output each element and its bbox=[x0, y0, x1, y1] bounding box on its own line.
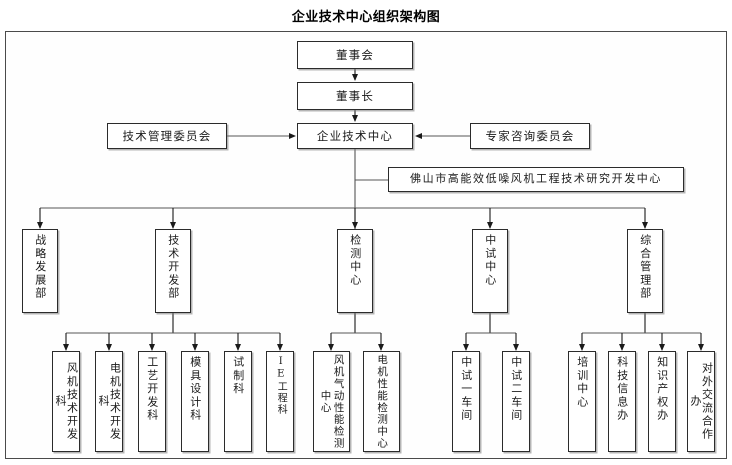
node-process-development-section[interactable]: 工艺开发科 bbox=[138, 351, 166, 452]
node-label: 董事长 bbox=[335, 88, 375, 103]
node-fan-aerodynamic-test-center[interactable]: 风机气动性能检测中心 bbox=[313, 351, 350, 452]
node-strategy-department[interactable]: 战略发展部 bbox=[22, 229, 58, 313]
node-testing-center[interactable]: 检测中心 bbox=[337, 229, 373, 313]
node-label: 知识产权办 bbox=[655, 356, 669, 422]
node-label: 检测中心 bbox=[348, 234, 362, 287]
node-chairman[interactable]: 董事长 bbox=[297, 82, 413, 110]
node-pilot-workshop-1[interactable]: 中试一车间 bbox=[452, 351, 480, 452]
node-label: 试制科 bbox=[231, 356, 245, 396]
node-mold-design-section[interactable]: 模具设计科 bbox=[181, 351, 209, 452]
node-label: 电机技术开发科 bbox=[97, 361, 122, 442]
node-ie-engineering-section[interactable]: IE工程科 bbox=[266, 351, 294, 452]
node-label: 佛山市高能效低噪风机工程技术研究开发中心 bbox=[410, 172, 662, 186]
node-board[interactable]: 董事会 bbox=[297, 41, 413, 69]
node-label: 模具设计科 bbox=[188, 356, 202, 422]
node-label: 技术开发部 bbox=[166, 234, 180, 300]
node-label: 培训中心 bbox=[575, 356, 589, 409]
node-label: 对外交流合作办 bbox=[689, 361, 714, 442]
node-label: 科技信息办 bbox=[615, 356, 629, 422]
node-label: 风机技术开发科 bbox=[54, 361, 79, 442]
node-label: 电机性能检测中心 bbox=[376, 353, 389, 450]
node-enterprise-tech-center[interactable]: 企业技术中心 bbox=[297, 123, 413, 149]
node-motor-tech-rd-section[interactable]: 电机技术开发科 bbox=[95, 351, 123, 452]
node-motor-performance-test-center[interactable]: 电机性能检测中心 bbox=[363, 351, 400, 452]
node-training-center[interactable]: 培训中心 bbox=[568, 351, 596, 452]
node-intellectual-property-office[interactable]: 知识产权办 bbox=[648, 351, 676, 452]
node-label: 专家咨询委员会 bbox=[485, 128, 575, 143]
node-label: 风机气动性能检测中心 bbox=[319, 353, 345, 450]
node-fan-tech-rd-section[interactable]: 风机技术开发科 bbox=[52, 351, 80, 452]
node-label: IE工程科 bbox=[275, 356, 287, 416]
node-technology-rd-department[interactable]: 技术开发部 bbox=[155, 229, 191, 313]
node-pilot-center[interactable]: 中试中心 bbox=[472, 229, 508, 313]
node-foshan-rd-center[interactable]: 佛山市高能效低噪风机工程技术研究开发中心 bbox=[388, 167, 684, 192]
node-pilot-workshop-2[interactable]: 中试二车间 bbox=[502, 351, 530, 452]
node-label: 企业技术中心 bbox=[316, 128, 394, 143]
node-label: 工艺开发科 bbox=[145, 356, 159, 422]
node-label: 综合管理部 bbox=[638, 234, 652, 300]
node-external-cooperation-office[interactable]: 对外交流合作办 bbox=[687, 351, 715, 452]
node-label: 中试中心 bbox=[483, 234, 497, 287]
page-title: 企业技术中心组织架构图 bbox=[291, 10, 441, 25]
node-general-admin-department[interactable]: 综合管理部 bbox=[627, 229, 663, 313]
node-label: 中试一车间 bbox=[459, 356, 473, 422]
node-label: 技术管理委员会 bbox=[122, 128, 212, 143]
node-expert-advisory-committee[interactable]: 专家咨询委员会 bbox=[470, 123, 590, 149]
node-sci-tech-info-office[interactable]: 科技信息办 bbox=[608, 351, 636, 452]
node-label: 中试二车间 bbox=[509, 356, 523, 422]
node-label: 战略发展部 bbox=[33, 234, 47, 300]
node-prototype-section[interactable]: 试制科 bbox=[224, 351, 252, 452]
node-label: 董事会 bbox=[335, 47, 375, 62]
node-tech-management-committee[interactable]: 技术管理委员会 bbox=[107, 123, 227, 149]
